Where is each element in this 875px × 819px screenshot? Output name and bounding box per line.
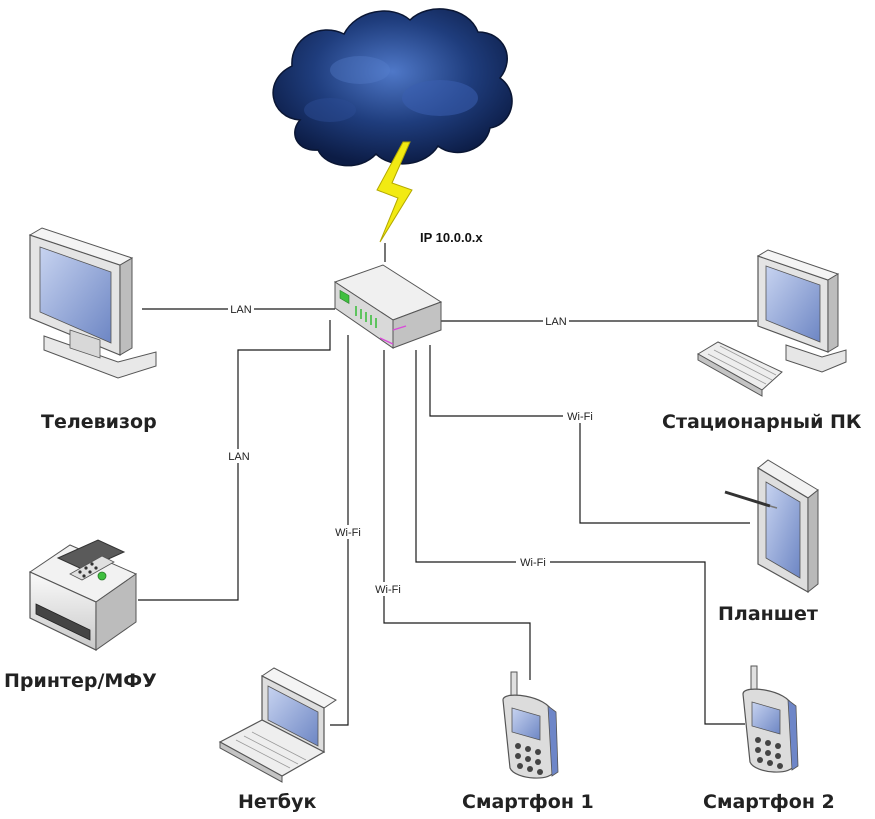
router-icon <box>333 264 443 349</box>
link-line-netbook <box>330 335 349 726</box>
internet-cloud-icon <box>272 8 513 167</box>
device-label-smartphone2: Смартфон 2 <box>703 791 835 813</box>
netbook-icon <box>218 667 337 783</box>
tablet-icon <box>724 459 819 594</box>
smartphone-2-icon <box>742 665 799 773</box>
device-label-printer: Принтер/МФУ <box>4 670 157 692</box>
ip-label: IP 10.0.0.x <box>420 230 483 245</box>
link-label-tablet: Wi-Fi <box>567 411 593 423</box>
device-label-pc: Стационарный ПК <box>662 411 862 433</box>
link-line-tablet <box>429 345 750 524</box>
link-line-printer <box>138 320 331 601</box>
tv-icon <box>28 227 157 379</box>
link-labels: LAN LAN LAN Wi-Fi Wi-Fi Wi-Fi Wi-Fi IP 1… <box>226 230 597 596</box>
link-label-pc: LAN <box>545 316 566 328</box>
device-label-smartphone1: Смартфон 1 <box>462 791 594 813</box>
connection-lines <box>138 243 757 726</box>
lightning-bolt-icon <box>376 141 413 243</box>
printer-icon <box>28 539 138 651</box>
device-label-tablet: Планшет <box>718 603 818 625</box>
device-label-tv: Телевизор <box>41 411 157 433</box>
device-label-netbook: Нетбук <box>238 791 317 813</box>
link-line-smartphone1 <box>383 350 531 680</box>
desktop-pc-icon <box>697 249 847 397</box>
link-label-smartphone2: Wi-Fi <box>520 557 546 569</box>
link-label-smartphone1: Wi-Fi <box>375 584 401 596</box>
link-label-printer: LAN <box>228 451 249 463</box>
link-line-smartphone2 <box>415 350 745 725</box>
link-label-tv: LAN <box>230 304 251 316</box>
link-label-netbook: Wi-Fi <box>335 527 361 539</box>
smartphone-1-icon <box>502 671 559 779</box>
